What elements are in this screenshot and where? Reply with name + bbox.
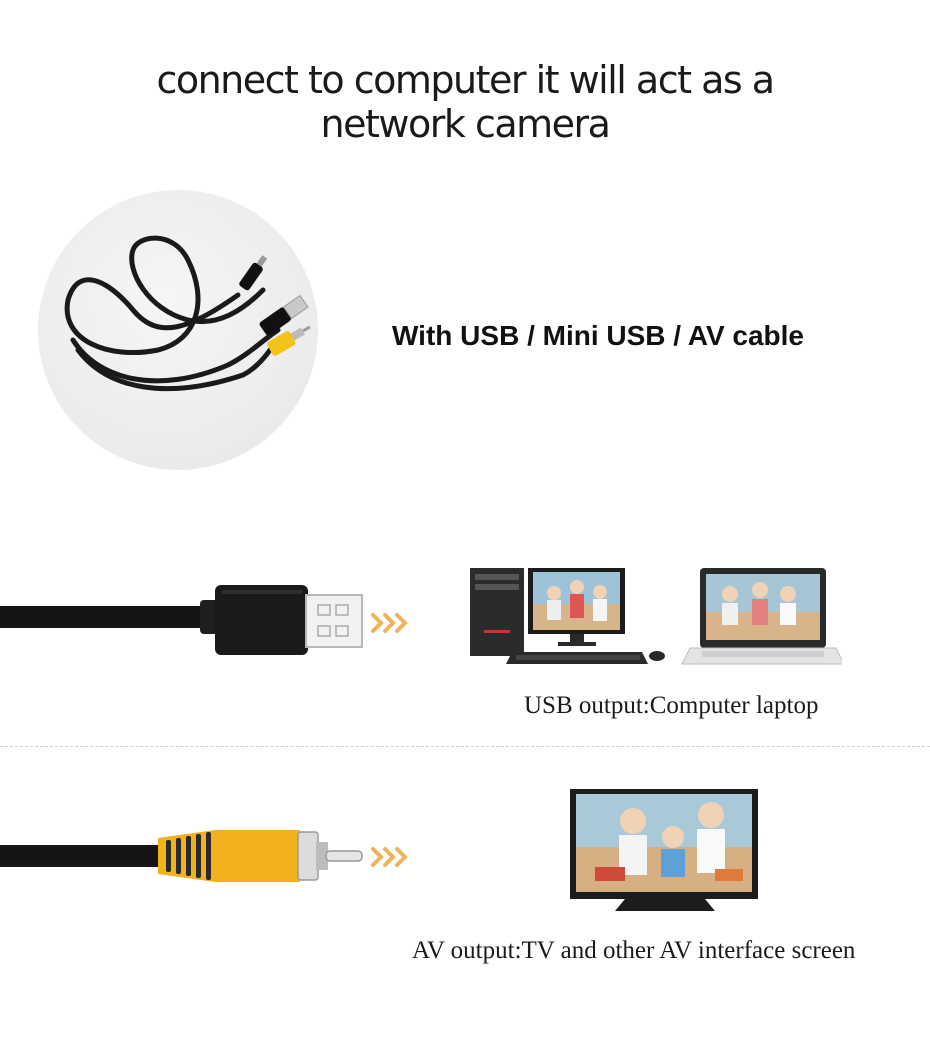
keyboard (506, 651, 665, 664)
tv-stand (615, 899, 715, 911)
mini-usb-plug (239, 255, 268, 291)
rca-plug-housing (158, 830, 300, 882)
arrow-icon (371, 847, 408, 867)
av-plug-illustration (0, 800, 430, 915)
page-headline: connect to computer it will act as a net… (0, 58, 930, 146)
cable-bundle-illustration (64, 235, 311, 392)
headline-line-2: network camera (320, 102, 611, 146)
arrow-icon (371, 613, 408, 633)
headline-line-1: connect to computer it will act as a (156, 58, 775, 102)
rca-metal-sleeve (297, 831, 319, 881)
av-cable (0, 845, 165, 867)
laptop (681, 568, 845, 665)
cable-photo-circle (38, 190, 318, 470)
desktop-tower (470, 568, 524, 656)
rca-pin (325, 850, 363, 862)
usb-connector (305, 594, 363, 648)
computer-laptop-illustration (462, 560, 845, 680)
usb-plug-housing (215, 585, 308, 655)
desktop-monitor (528, 568, 625, 646)
usb-output-caption: USB output:Computer laptop (524, 692, 819, 719)
usb-plug-small (259, 294, 309, 336)
av-output-caption: AV output:TV and other AV interface scre… (412, 937, 856, 964)
cable-description: With USB / Mini USB / AV cable (392, 320, 805, 351)
usb-cable (0, 606, 205, 628)
usb-plug-illustration (0, 560, 430, 675)
tv-illustration (565, 785, 765, 925)
rca-plug-small (267, 325, 311, 356)
section-divider (0, 746, 930, 747)
